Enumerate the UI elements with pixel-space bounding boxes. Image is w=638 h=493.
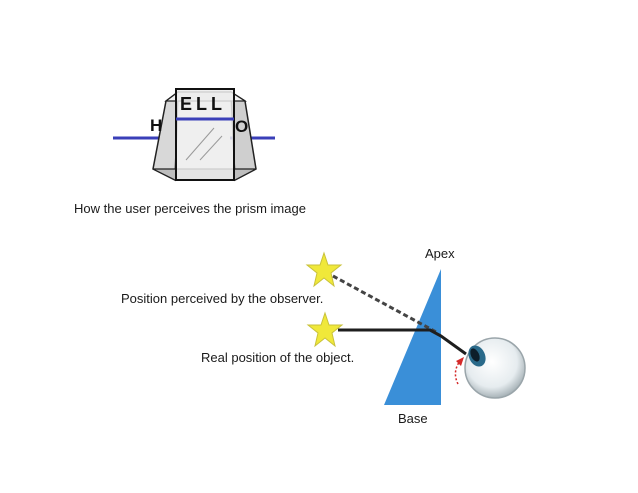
real-ray	[338, 328, 467, 356]
base-label: Base	[398, 411, 428, 426]
letters-ell: ELL	[180, 94, 226, 114]
caption-overflow-fragment	[74, 218, 304, 221]
letter-h: H	[150, 116, 163, 135]
letter-o: O	[235, 117, 249, 136]
blue-prism	[384, 269, 441, 405]
prism-front-face	[175, 88, 235, 181]
rotation-arrowhead	[456, 357, 464, 366]
bottom-prism-figure	[305, 251, 526, 405]
real-position-label: Real position of the object.	[201, 350, 355, 365]
figure-caption: How the user perceives the prism image	[74, 201, 306, 216]
perceived-star-icon	[305, 251, 343, 288]
eye-pupil	[470, 348, 480, 362]
top-prism-figure	[113, 88, 275, 182]
perceived-ray	[332, 274, 439, 335]
perceived-position-label: Position perceived by the observer.	[121, 291, 324, 306]
glass-glare-2	[199, 135, 223, 161]
rotation-arrow-icon	[454, 360, 461, 385]
glass-glare-1	[185, 127, 215, 161]
prism-left-face	[152, 90, 179, 182]
real-star-icon	[306, 311, 344, 348]
apex-label: Apex	[425, 246, 455, 261]
